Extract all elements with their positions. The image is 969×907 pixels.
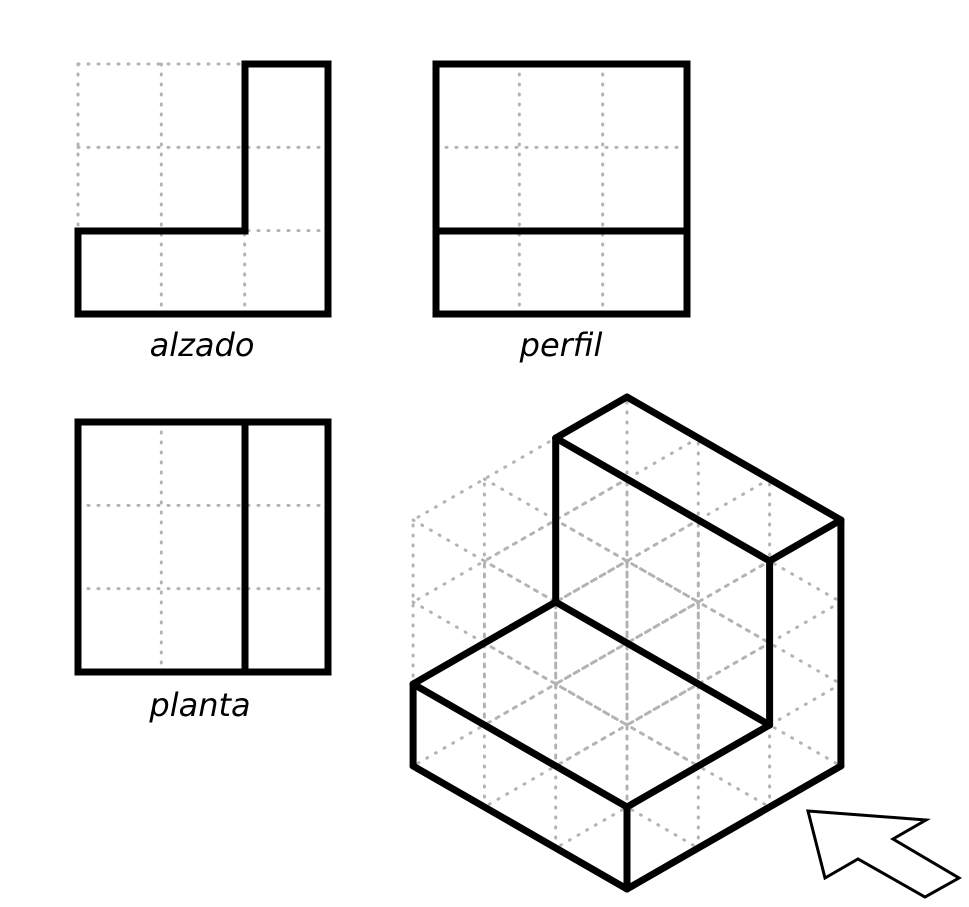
iso-grid-line xyxy=(482,477,700,604)
plan-outline xyxy=(74,418,332,676)
elevation-label: alzado xyxy=(149,326,255,364)
elevation-outline xyxy=(74,60,332,318)
iso-grid-line xyxy=(411,600,629,727)
iso-edge xyxy=(409,680,631,811)
iso-grid-line xyxy=(554,477,772,604)
iso-grid-line xyxy=(482,641,700,768)
profile-outline xyxy=(432,60,691,318)
iso-edge xyxy=(552,434,774,565)
iso-grid-line xyxy=(625,600,843,727)
iso-grid-line xyxy=(625,682,843,809)
iso-edge xyxy=(409,762,631,893)
iso-grid-line xyxy=(554,682,772,809)
iso-edge xyxy=(623,721,774,811)
profile-view xyxy=(432,60,691,318)
iso-grid-line xyxy=(411,518,629,645)
iso-grid-line xyxy=(554,559,772,686)
iso-grid-line xyxy=(411,559,629,686)
arrow-icon xyxy=(806,809,963,899)
iso-grid-line xyxy=(411,641,629,768)
iso-grid-line xyxy=(482,559,700,686)
plan-label: planta xyxy=(149,686,251,724)
iso-grid-line xyxy=(411,477,629,604)
isometric-view xyxy=(409,393,845,893)
dotted-grids xyxy=(76,62,843,891)
plan-view xyxy=(74,418,332,676)
iso-grid-line xyxy=(554,518,772,645)
iso-grid-line xyxy=(625,559,843,686)
iso-grid-line xyxy=(482,682,700,809)
iso-edge xyxy=(552,393,631,442)
iso-grid-line xyxy=(554,641,772,768)
iso-edge xyxy=(409,598,560,688)
iso-grid-line xyxy=(482,518,700,645)
elevation-view xyxy=(74,60,332,318)
profile-label: perfil xyxy=(519,326,603,364)
iso-edge xyxy=(623,762,845,893)
iso-edge xyxy=(552,598,774,729)
iso-grid-line xyxy=(482,600,700,727)
iso-edge xyxy=(766,516,845,565)
iso-edge xyxy=(623,393,845,524)
iso-grid-line xyxy=(482,436,700,563)
